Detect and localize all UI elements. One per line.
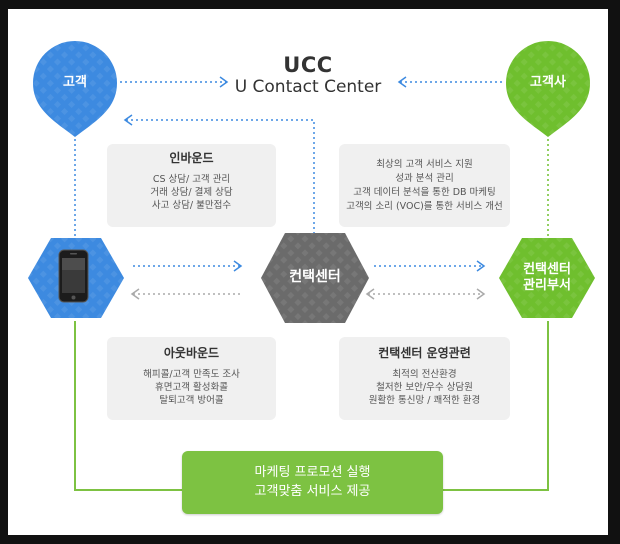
arrow-left-icon [123,114,133,126]
outbound-line: 해피콜/고객 만족도 조사 [143,369,240,380]
marketing-line2: 고객맞춤 서비스 제공 [254,484,371,499]
arrow-right-icon [219,76,229,88]
smartphone-icon [58,249,89,303]
operations-line: 원활한 통신망 / 쾌적한 환경 [368,395,481,406]
diagram-connectors [28,41,595,491]
services-line: 고객의 소리 (VOC)를 통한 서비스 개선 [346,201,503,212]
customer-pin [33,41,117,137]
operations-line: 최적의 전산환경 [392,369,457,380]
services-line: 성과 분석 관리 [395,173,454,184]
outbound-box: 아웃바운드 해피콜/고객 만족도 조사 휴면고객 활성화콜 탈퇴고객 방어콜 [107,337,276,420]
page-subtitle: U Contact Center [234,77,382,97]
inbound-line: 거래 상담/ 결제 상담 [150,187,233,198]
phone-to-marketing-connector [74,321,182,491]
arrow-right-icon [233,260,243,272]
arrow-right-icon [476,260,486,272]
operations-line: 철저한 보안/우수 상담원 [376,382,473,393]
arrow-left-icon [365,288,375,300]
inbound-title: 인바운드 [169,151,214,165]
ucc-diagram: UCC U Contact Center 고객 고객사 컨택센터 컨택센터 관리… [8,9,608,535]
customer-label: 고객 [63,75,87,90]
contact-center-label: 컨택센터 [289,269,341,285]
arrow-left-icon [397,76,407,88]
operations-title: 컨택센터 운영관련 [378,346,471,360]
inbound-line: CS 상담/ 고객 관리 [152,174,231,185]
services-box: 최상의 고객 서비스 지원 성과 분석 관리 고객 데이터 분석을 통한 DB … [339,144,510,227]
management-label: 컨택센터 관리부서 [499,262,595,294]
marketing-line1: 마케팅 프로모션 실행 [254,465,371,480]
client-company-pin [506,41,590,137]
client-company-label: 고객사 [530,75,566,90]
management-hexagon [499,238,595,318]
inbound-box: 인바운드 CS 상담/ 고객 관리 거래 상담/ 결제 상담 사고 상담/ 불만… [107,144,276,227]
management-label-line2: 관리부서 [523,278,571,293]
contact-center-hexagon [261,233,369,323]
outbound-line: 휴면고객 활성화콜 [155,382,228,393]
arrow-right-icon [476,288,486,300]
page-title: UCC [283,53,333,77]
operations-box: 컨택센터 운영관련 최적의 전산환경 철저한 보안/우수 상담원 원활한 통신망… [339,337,510,420]
management-label-line1: 컨택센터 [523,262,571,277]
marketing-box: 마케팅 프로모션 실행 고객맞춤 서비스 제공 [182,451,443,514]
outbound-line: 탈퇴고객 방어콜 [159,395,224,406]
inbound-line: 사고 상담/ 불만접수 [151,200,232,211]
arrow-left-icon [130,288,140,300]
management-to-marketing-connector [443,321,549,491]
services-line: 최상의 고객 서비스 지원 [376,159,473,170]
services-line: 고객 데이터 분석을 통한 DB 마케팅 [353,187,496,198]
outbound-title: 아웃바운드 [163,346,220,360]
